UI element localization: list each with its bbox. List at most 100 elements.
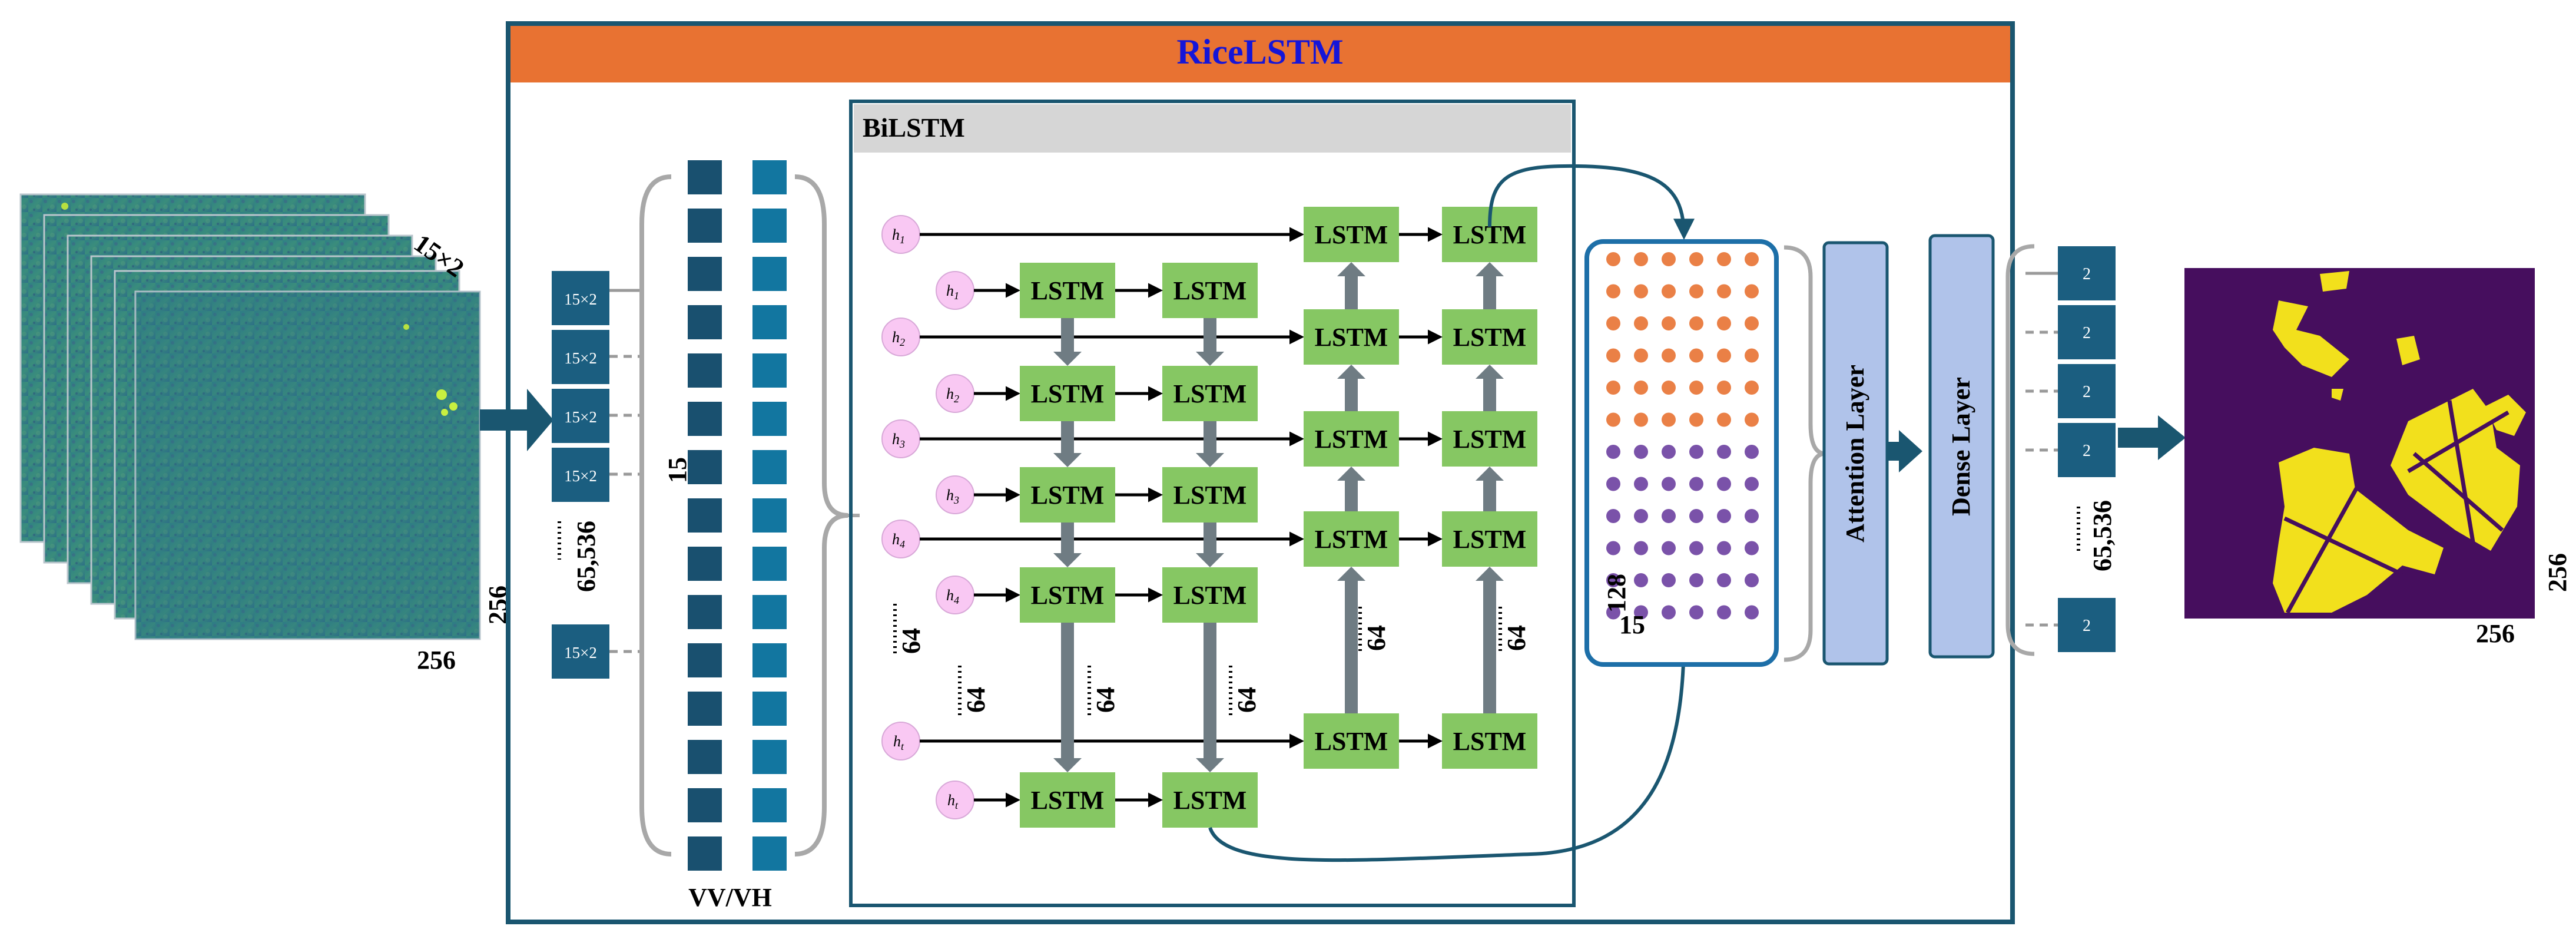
output-rice-map [2184, 268, 2535, 619]
rice-region-7 [2332, 389, 2343, 401]
output-chips: 2 2 2 2 2 [2058, 246, 2116, 652]
forward-lstm-b-4 [1442, 511, 1537, 567]
rice-region-1 [2273, 448, 2444, 613]
feature-dot [1606, 348, 1620, 363]
seq-chip-3 [552, 389, 609, 443]
forward-lstm-a-1 [1304, 207, 1399, 262]
forward-output-link [1488, 164, 1695, 240]
gray-up-arrow-head [1337, 567, 1365, 581]
attention-layer-label: Attention Layer [1841, 365, 1869, 543]
backward-lstm-a-5-label: LSTM [1031, 786, 1105, 815]
feature-dot [1634, 477, 1648, 491]
gray-up-arrow-head [1476, 262, 1504, 276]
feature-dot [1689, 445, 1703, 459]
rice-region-2 [2391, 389, 2520, 551]
gray-down-arrow-shaft [1204, 623, 1216, 759]
units-label-4: 64 [1232, 687, 1261, 713]
seq-chip-3-label: 15×2 [564, 408, 597, 426]
vv-timestep-10 [688, 595, 722, 629]
output-count-label: 65,536 [2088, 500, 2117, 571]
forward-lstm-b-5-label: LSTM [1453, 727, 1527, 756]
gray-down-arrow-shaft [1061, 318, 1074, 353]
vh-timestep-3 [752, 257, 787, 291]
forward-lstm-a-4-label: LSTM [1315, 525, 1388, 554]
feature-dot [1745, 445, 1759, 459]
seq-chip-2 [552, 330, 609, 384]
gray-up-arrow-head [1337, 467, 1365, 481]
vv-timestep-14 [688, 788, 722, 822]
feature-dot [1745, 252, 1759, 266]
feature-dot [1662, 348, 1676, 363]
pixel-sequence-chips: 15×2 15×2 15×2 15×2 15×2 [552, 271, 609, 679]
dense-layer [1928, 234, 1995, 659]
feature-dot [1662, 477, 1676, 491]
gray-down-arrow-shaft [1204, 421, 1216, 454]
feature-dot [1634, 412, 1648, 427]
backward-lstm-b-2-label: LSTM [1173, 379, 1247, 408]
feature-dot [1662, 605, 1676, 620]
title-bar [510, 26, 2010, 82]
backward-lstm-a-3-label: LSTM [1031, 481, 1105, 510]
feature-dot [1717, 605, 1731, 620]
backward-lstm-b-4 [1162, 567, 1258, 623]
forward-lstm-a-1-label: LSTM [1315, 220, 1388, 249]
backward-lstm-a-2 [1020, 366, 1115, 421]
forward-lstm-a-4 [1304, 511, 1399, 567]
backward-lstm-b-5-label: LSTM [1173, 786, 1247, 815]
units-label-1: 64 [897, 628, 926, 654]
rice-region-4 [2273, 300, 2349, 377]
backward-lstm-a-2-label: LSTM [1031, 379, 1105, 408]
feature-dot [1662, 509, 1676, 523]
vh-timestep-14 [752, 788, 787, 822]
input-frame-6 [134, 290, 481, 640]
seq-chip-1 [552, 271, 609, 325]
feature-dot [1634, 348, 1648, 363]
feature-dot [1634, 381, 1648, 395]
vh-timestep-5 [752, 353, 787, 388]
feature-dot [1634, 316, 1648, 330]
out-chip-4 [2058, 423, 2116, 477]
vv-timestep-5 [688, 353, 722, 388]
backward-output-link [1208, 631, 1695, 862]
gray-down-arrow-shaft [1204, 523, 1216, 554]
feature-dot [1606, 509, 1620, 523]
units-label-3: 64 [1091, 687, 1120, 713]
feature-dot [1717, 573, 1731, 587]
feature-dot [1745, 509, 1759, 523]
feature-dot [1662, 316, 1676, 330]
gray-down-arrow-shaft [1204, 318, 1216, 353]
vv-column [688, 160, 722, 871]
vv-timestep-4 [688, 305, 722, 339]
feature-dot [1745, 573, 1759, 587]
gray-up-arrow-shaft [1345, 580, 1358, 713]
feature-dot [1689, 541, 1703, 555]
seq-chip-last [552, 624, 609, 679]
dense-to-output-links [2025, 272, 2058, 627]
feature-dot [1634, 284, 1648, 299]
gray-up-arrow-head [1476, 365, 1504, 379]
forward-lstm-b-5 [1442, 713, 1537, 769]
vh-timestep-1 [752, 160, 787, 194]
gray-down-arrow-head [1196, 553, 1224, 567]
feature-dot [1606, 412, 1620, 427]
feature-dot [1606, 381, 1620, 395]
gray-down-arrow-head [1053, 453, 1082, 467]
backward-lstm-a-1-label: LSTM [1031, 276, 1105, 305]
out-chip-last-label: 2 [2083, 617, 2091, 635]
input-frame-front-shade [135, 292, 480, 639]
vh-timestep-4 [752, 305, 787, 339]
feature-dot [1662, 381, 1676, 395]
backward-lstm-b-3-label: LSTM [1173, 481, 1247, 510]
vh-timestep-10 [752, 595, 787, 629]
bilstm-header [854, 104, 1571, 153]
feature-dot [1634, 541, 1648, 555]
units-label-2: 64 [962, 687, 990, 713]
feature-dot [1745, 348, 1759, 363]
vh-timestep-15 [752, 836, 787, 871]
feature-dot [1634, 605, 1648, 620]
feature-dot [1662, 284, 1676, 299]
output-width-label: 256 [2476, 619, 2515, 648]
output-to-map-arrow [2118, 415, 2186, 460]
